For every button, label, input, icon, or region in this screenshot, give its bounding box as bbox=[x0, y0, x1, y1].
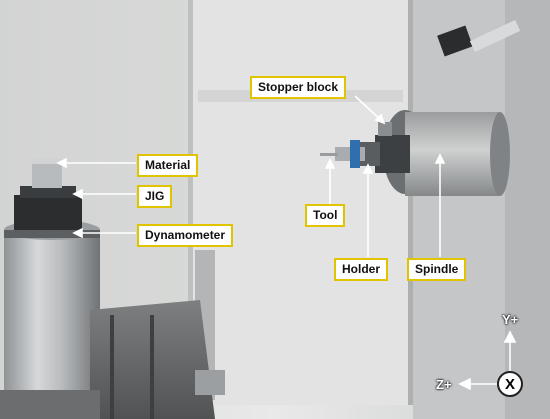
x-axis-marker: X bbox=[497, 371, 523, 397]
jig-label: JIG bbox=[137, 185, 173, 208]
tool-label: Tool bbox=[305, 204, 346, 227]
z-plus-axis-label: Z+ bbox=[436, 377, 452, 392]
dynamometer-label: Dynamometer bbox=[137, 224, 234, 247]
spindle-label: Spindle bbox=[407, 258, 467, 281]
y-plus-axis-label: Y+ bbox=[502, 312, 519, 327]
material-label: Material bbox=[137, 154, 199, 177]
stopper-block-label: Stopper block bbox=[250, 76, 347, 99]
holder-label: Holder bbox=[334, 258, 389, 281]
x-axis-label: X bbox=[504, 375, 515, 393]
